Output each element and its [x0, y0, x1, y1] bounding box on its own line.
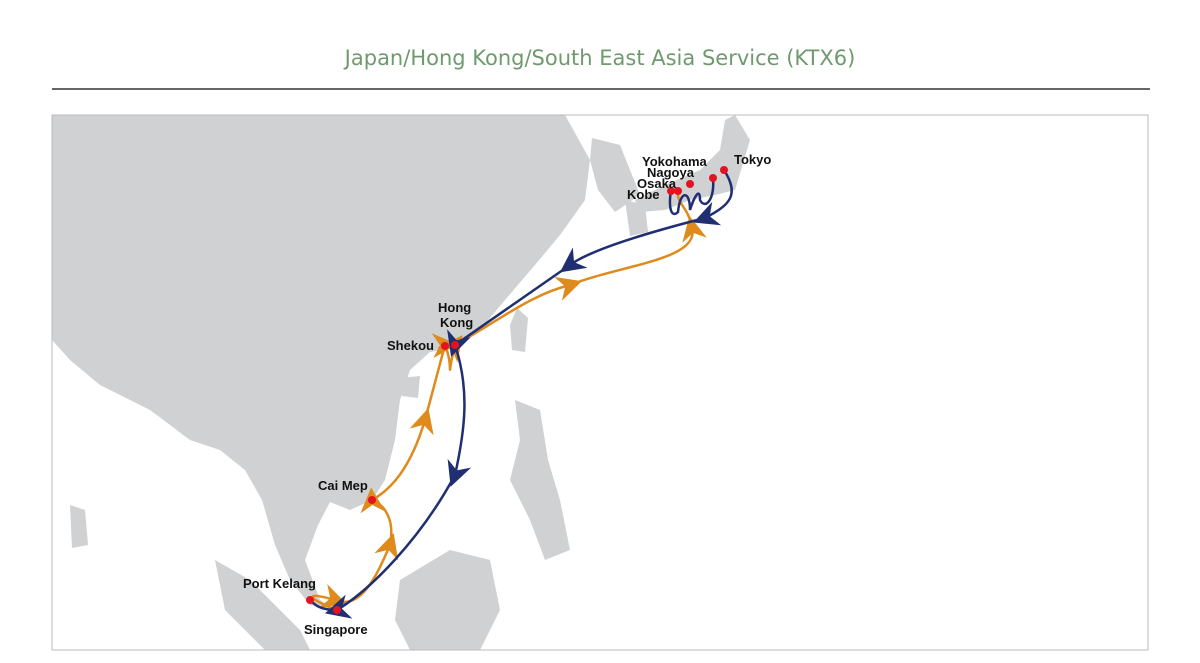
- sri-lanka: [70, 505, 88, 548]
- philippines: [510, 400, 570, 560]
- port-label-kobe: Kobe: [627, 187, 660, 202]
- port-label-tokyo: Tokyo: [734, 152, 771, 167]
- japan-kyushu: [625, 200, 648, 236]
- asia-mainland: [52, 115, 590, 612]
- port-markers: [306, 166, 728, 614]
- map-frame: [51, 114, 1149, 651]
- route-japan-loops: [668, 177, 715, 216]
- port-label-nagoya: Nagoya: [647, 165, 695, 180]
- port-label-port-kelang: Port Kelang: [243, 576, 316, 591]
- map-title: Japan/Hong Kong/South East Asia Service …: [344, 46, 856, 70]
- port-label-singapore: Singapore: [304, 622, 368, 637]
- port-label-osaka: Osaka: [637, 176, 677, 191]
- korea: [590, 138, 640, 212]
- borneo: [395, 550, 500, 650]
- port-label-cai-mep: Cai Mep: [318, 478, 368, 493]
- japan-honshu: [635, 115, 750, 212]
- port-label-yokohama: Yokohama: [642, 154, 708, 169]
- hainan: [400, 376, 420, 398]
- title-divider: [52, 88, 1150, 90]
- sumatra: [215, 560, 310, 650]
- port-label-shekou: Shekou: [387, 338, 434, 353]
- taiwan: [510, 308, 528, 352]
